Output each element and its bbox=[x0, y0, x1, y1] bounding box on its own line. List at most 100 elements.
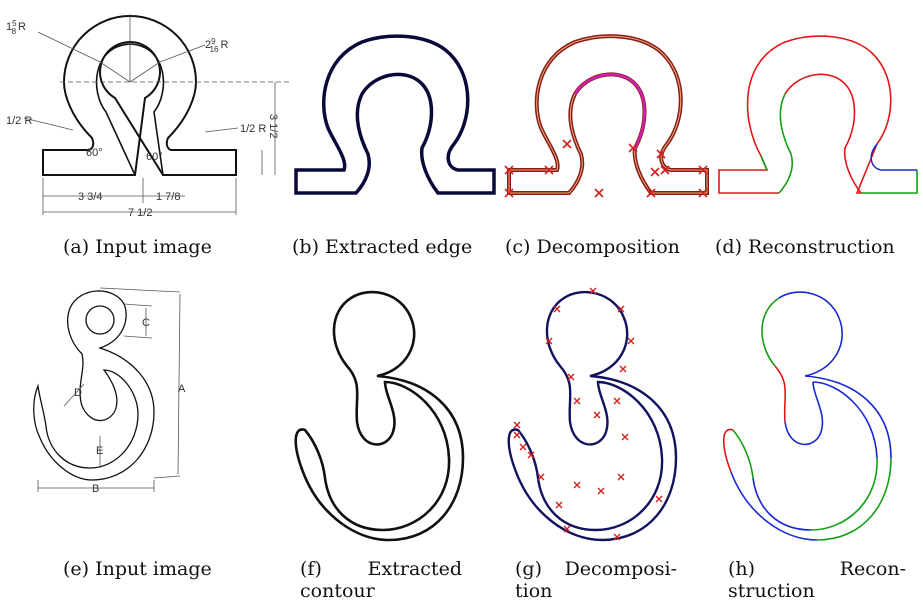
label-angle-left: 60° bbox=[86, 147, 103, 159]
dim-leader bbox=[99, 61, 131, 83]
marker-x bbox=[544, 165, 554, 175]
marker-x bbox=[573, 481, 581, 489]
panel-h-reconstruction bbox=[713, 282, 913, 548]
label-width-mid: 1 7/8 bbox=[156, 191, 180, 203]
caption-g-line2: tion bbox=[515, 580, 553, 602]
caption-f-line2: contour bbox=[300, 580, 375, 602]
marker-x bbox=[594, 188, 604, 198]
marker-x bbox=[504, 165, 514, 175]
omega-decomposition bbox=[504, 34, 709, 198]
marker-x bbox=[613, 533, 621, 541]
marker-x bbox=[555, 501, 563, 509]
caption-g-tag: (g) bbox=[515, 558, 542, 580]
omega-extracted-edge bbox=[294, 34, 496, 195]
hook-label-c: C bbox=[142, 317, 150, 329]
recon-red-stem bbox=[843, 147, 862, 194]
hook-decomp-outline bbox=[507, 290, 678, 542]
caption-f: (f) Extracted contour bbox=[300, 558, 462, 602]
marker-x bbox=[562, 139, 572, 149]
marker-x bbox=[513, 421, 521, 429]
dim-leader bbox=[129, 61, 161, 83]
hook-extracted-contour bbox=[294, 290, 465, 542]
hook-technical-drawing: C D E A B bbox=[33, 287, 186, 494]
label-width-left: 3 3/4 bbox=[78, 191, 102, 203]
recon-green-right bbox=[861, 170, 918, 194]
marker-x bbox=[655, 495, 663, 503]
recon-blue-outer bbox=[730, 471, 818, 541]
marker-x bbox=[621, 433, 629, 441]
marker-x bbox=[519, 443, 527, 451]
decomp-markers bbox=[504, 139, 708, 198]
recon-green-top-left bbox=[761, 297, 780, 367]
edge-outer bbox=[294, 34, 496, 195]
marker-x bbox=[698, 188, 708, 198]
recon-blue-bowl bbox=[812, 381, 878, 459]
recon-blue-inner bbox=[784, 381, 824, 446]
decomp-outline bbox=[507, 34, 709, 195]
hook-eye bbox=[85, 305, 115, 335]
marker-x bbox=[660, 165, 670, 175]
label-r-right-small: 1/2 R bbox=[240, 123, 266, 135]
hook-decomposition bbox=[507, 287, 678, 542]
recon-red-neck bbox=[774, 365, 787, 423]
hook-decomp-markers bbox=[513, 287, 663, 541]
omega-outline bbox=[42, 15, 237, 176]
hook-label-b: B bbox=[92, 483, 99, 494]
label-width-total: 7 1/2 bbox=[128, 207, 152, 219]
panel-b-extracted-edge bbox=[290, 30, 500, 230]
caption-f-tag: (f) bbox=[300, 558, 322, 580]
marker-x bbox=[504, 188, 514, 198]
hook-label-e: E bbox=[96, 445, 103, 457]
marker-x bbox=[698, 165, 708, 175]
marker-x bbox=[617, 473, 625, 481]
decomp-magenta-arc bbox=[573, 73, 646, 149]
panel-g-decomposition bbox=[498, 282, 698, 548]
caption-h: (h)Recon- struction bbox=[728, 558, 906, 602]
marker-x bbox=[513, 431, 521, 439]
hook-label-d: D bbox=[74, 387, 82, 399]
marker-x bbox=[627, 337, 635, 345]
recon-blue-outer-top bbox=[804, 375, 892, 459]
marker-x bbox=[589, 287, 597, 295]
panel-c-decomposition bbox=[503, 30, 713, 230]
caption-h-word: Recon- bbox=[839, 558, 906, 580]
label-height: 3 1/2 bbox=[267, 114, 279, 138]
caption-a: (a) Input image bbox=[63, 236, 212, 258]
panel-e-input-image: C D E A B bbox=[20, 282, 200, 494]
hook-reconstruction bbox=[722, 291, 892, 541]
caption-b: (b) Extracted edge bbox=[292, 236, 473, 258]
recon-green-stem bbox=[778, 93, 794, 194]
marker-x bbox=[545, 337, 553, 345]
caption-d: (d) Reconstruction bbox=[715, 236, 895, 258]
marker-x bbox=[617, 305, 625, 313]
marker-x bbox=[628, 143, 638, 153]
recon-blue-right bbox=[870, 143, 917, 171]
recon-green-tip bbox=[732, 429, 754, 479]
hook-label-a: A bbox=[178, 383, 186, 395]
recon-red-outer bbox=[718, 35, 892, 194]
recon-green-left bbox=[760, 155, 768, 171]
marker-x bbox=[573, 397, 581, 405]
caption-g-word: Decomposi- bbox=[564, 558, 677, 580]
recon-blue-bottom bbox=[752, 477, 812, 531]
panel-f-extracted-contour bbox=[285, 282, 485, 548]
caption-h-line2: struction bbox=[728, 580, 815, 602]
label-angle-right: 60° bbox=[146, 151, 163, 163]
marker-x bbox=[619, 365, 627, 373]
marker-x bbox=[650, 167, 660, 177]
dim-leader bbox=[23, 117, 74, 131]
caption-f-word: Extracted bbox=[367, 558, 462, 580]
dim-leader bbox=[37, 31, 101, 63]
recon-blue-top bbox=[778, 291, 843, 377]
hook-outline bbox=[33, 290, 155, 481]
marker-x bbox=[593, 411, 601, 419]
label-r-left-small: 1/2 R bbox=[6, 115, 32, 127]
marker-x bbox=[527, 451, 535, 459]
marker-x bbox=[553, 305, 561, 313]
marker-x bbox=[537, 473, 545, 481]
marker-x bbox=[646, 188, 656, 198]
marker-x bbox=[597, 487, 605, 495]
